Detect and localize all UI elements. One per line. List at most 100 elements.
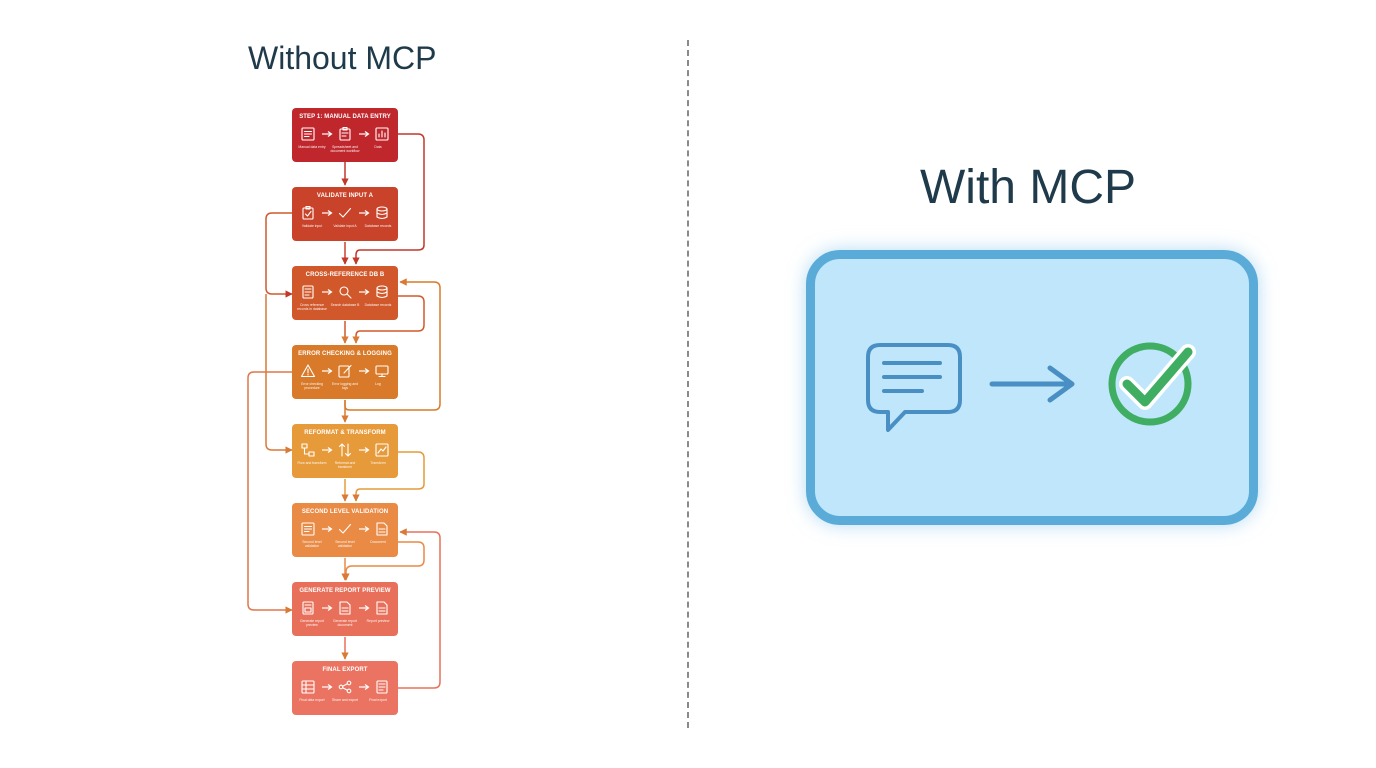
step-box-3: CROSS-REFERENCE DB B Cross reference reco… [292, 266, 398, 320]
loop-step2-to-step3 [265, 212, 293, 298]
arrow-right-icon [989, 365, 1075, 403]
up-down-arrows-icon [338, 443, 352, 457]
loop-step8-to-step6 [398, 528, 441, 689]
step-caption: Validate input A [333, 224, 357, 228]
step-arrow-icon [358, 368, 370, 374]
step-box-1: STEP 1: MANUAL DATA ENTRY Manual data ent… [292, 108, 398, 162]
edit-icon [338, 364, 352, 378]
step-label: FINAL EXPORT [322, 667, 368, 673]
step-caption: Log [375, 382, 381, 386]
loop-step6-to-step7 [342, 541, 425, 581]
without-mcp-title: Without MCP [248, 40, 437, 76]
document-icon [376, 601, 388, 615]
step-caption: Document [370, 540, 386, 544]
step-captions: Manual data entry Spreadsheet and documen… [296, 145, 394, 153]
loop-step3-to-step4 [352, 295, 425, 344]
step-icon-row [300, 679, 390, 695]
step-arrow-icon [358, 684, 370, 690]
table-icon [301, 680, 315, 694]
step-arrow-icon [321, 368, 333, 374]
database-icon [376, 285, 388, 299]
checkmark-icon [338, 523, 352, 534]
document-list-icon [302, 285, 314, 299]
step-arrow-icon [321, 605, 333, 611]
step-icon-row [300, 284, 390, 300]
step-icon-row [300, 442, 390, 458]
step-caption: Data [374, 145, 382, 149]
step-caption: Share and export [331, 698, 358, 702]
step-arrow-icon [358, 447, 370, 453]
warning-icon [300, 364, 316, 378]
clipboard-check-icon [302, 205, 314, 220]
step-caption: Cross reference records in database [297, 303, 327, 311]
step-arrow-icon [321, 210, 333, 216]
magnifier-icon [339, 286, 352, 299]
step-arrow-icon [358, 210, 370, 216]
step-captions: Final data export Share and export Final e… [296, 698, 394, 702]
step-caption: Second level validation [302, 540, 322, 548]
chat-bubble-icon [866, 343, 962, 432]
step-caption: Manual data entry [298, 145, 326, 149]
document-icon [339, 601, 351, 615]
loop-step4-to-step3 [344, 278, 441, 411]
document-list-icon [376, 680, 388, 694]
step-arrow-icon [358, 289, 370, 295]
document-icon [376, 522, 388, 536]
step-box-7: GENERATE REPORT PREVIEW Generate report p… [292, 582, 398, 636]
step-caption: Generate report preview [300, 619, 324, 627]
step-caption: Error checking procedure [301, 382, 323, 390]
mcp-panel [806, 250, 1258, 525]
step-caption: Reformat and transform [334, 461, 356, 469]
step-caption: Final export [369, 698, 387, 702]
step-caption: Validate input [301, 224, 323, 228]
step-caption: Final data export [299, 698, 325, 702]
chart-document-icon [375, 443, 389, 457]
step-icon-row [300, 205, 390, 221]
divider-line [687, 40, 689, 728]
loop-step1-to-step3 [352, 133, 425, 265]
step-caption: Report preview [366, 619, 390, 623]
step-box-6: SECOND LEVEL VALIDATION Second level vali… [292, 503, 398, 557]
step-captions: Error checking procedure Error logging an… [296, 382, 394, 390]
step-caption: Generate report document [333, 619, 357, 627]
flow-icon [301, 443, 315, 457]
step-label: STEP 1: MANUAL DATA ENTRY [299, 114, 391, 120]
step-label: SECOND LEVEL VALIDATION [301, 509, 389, 515]
step-label: ERROR CHECKING & LOGGING [298, 351, 392, 357]
with-mcp-title: With MCP [920, 161, 1136, 214]
loop-step5-to-step6 [352, 451, 425, 502]
step-caption: Search database B [330, 303, 360, 307]
loop-step4-to-step7 [247, 371, 293, 614]
share-icon [338, 680, 352, 694]
step-arrow-icon [321, 684, 333, 690]
step-box-4: ERROR CHECKING & LOGGING Error checking p… [292, 345, 398, 399]
form-icon [301, 522, 315, 536]
step-arrow-icon [321, 289, 333, 295]
step-label: CROSS-REFERENCE DB B [305, 272, 385, 278]
step-box-5: REFORMAT & TRANSFORM Flow and transform Re… [292, 424, 398, 478]
step-captions: Validate input Validate input A Database r… [296, 224, 394, 228]
step-label: REFORMAT & TRANSFORM [304, 430, 386, 436]
step-caption: Database records [364, 224, 392, 228]
step-arrow-icon [358, 131, 370, 137]
step-caption: Flow and transform [297, 461, 327, 465]
step-caption: Database records [364, 303, 392, 307]
step-caption: Spreadsheet and document workflow [330, 145, 360, 153]
step-arrow-icon [358, 605, 370, 611]
step-icon-row [300, 521, 390, 537]
step-arrow-icon [321, 447, 333, 453]
step-icon-row [300, 600, 390, 616]
monitor-icon [375, 365, 389, 378]
loop-step2-to-step5 [265, 294, 293, 454]
step-label: GENERATE REPORT PREVIEW [299, 588, 391, 594]
step-icon-row [300, 363, 390, 379]
step-box-8: FINAL EXPORT Final data export Share and e… [292, 661, 398, 715]
step-caption: Transform [370, 461, 386, 465]
step-caption: Error logging and logs [331, 382, 358, 390]
bar-chart-icon [375, 127, 389, 141]
